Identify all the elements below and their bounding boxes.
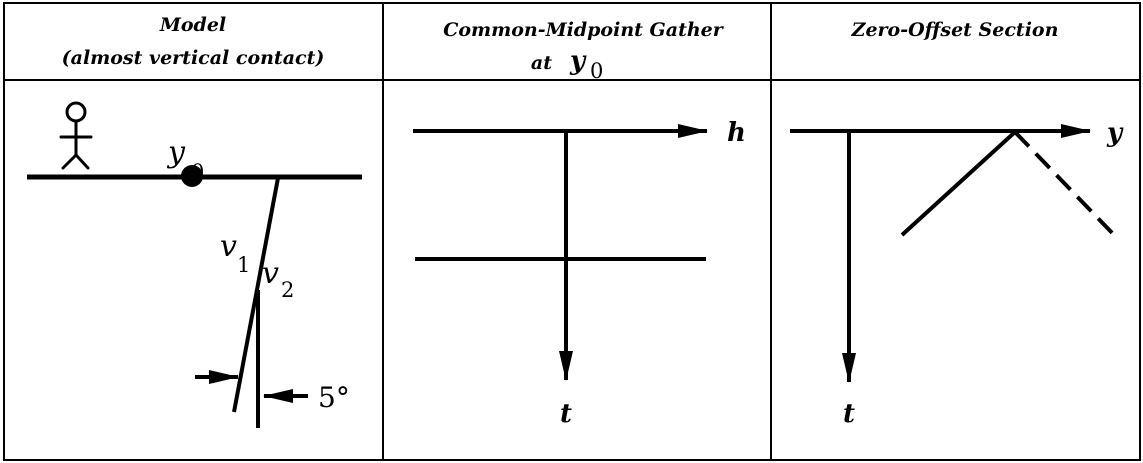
y-axis-label: y [1106, 118, 1124, 148]
cmp-header-at: at [531, 52, 552, 74]
h-axis-label: h [727, 118, 746, 148]
cmp-panel [413, 131, 707, 380]
v1-label: v [220, 229, 237, 264]
zero-offset-header-title: Zero-Offset Section [851, 19, 1059, 41]
diffraction-limb-dashed [1015, 132, 1117, 238]
v2-label: v [262, 256, 279, 291]
model-header-title: Model [159, 14, 226, 36]
zero-offset-panel [790, 131, 1117, 382]
y0-label: y [166, 135, 186, 170]
observer-icon [61, 103, 91, 168]
v1-subscript: 1 [237, 253, 250, 277]
cmp-header-variable: y [569, 46, 587, 76]
diffraction-limb-solid [902, 132, 1015, 235]
y0-subscript: 0 [191, 160, 204, 184]
cmp-header-variable-subscript: 0 [590, 59, 603, 83]
t-axis-right-label: t [843, 399, 855, 429]
angle-label: 5° [318, 381, 350, 414]
model-panel [27, 103, 362, 428]
v2-subscript: 2 [281, 278, 294, 302]
t-axis-label: t [560, 399, 572, 429]
cmp-header-title: Common-Midpoint Gather [443, 19, 725, 41]
model-header-subtitle: (almost vertical contact) [62, 47, 325, 69]
